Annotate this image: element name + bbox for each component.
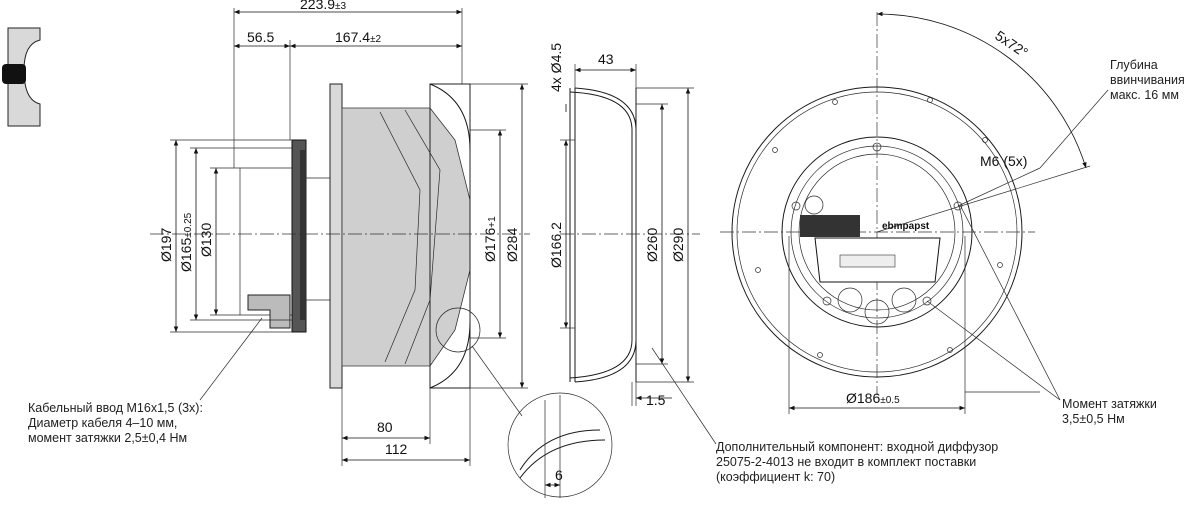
dim-diam-130: Ø130 [198, 223, 214, 257]
side-view [150, 8, 613, 498]
dim-diam-284: Ø284 [504, 228, 520, 262]
dim-diam-166: Ø166.2 [548, 222, 564, 268]
dim-impeller-length: 167.4±2 [335, 29, 382, 45]
dim-diam-260: Ø260 [644, 228, 660, 262]
dim-overall-length: 223.9±3 [300, 0, 347, 12]
dim-len-80: 80 [377, 419, 393, 435]
dim-len-112: 112 [385, 441, 408, 457]
dim-diam-165: Ø165±0.25 [178, 212, 194, 272]
front-view [720, 11, 1109, 414]
dim-thread: M6 (5x) [980, 153, 1027, 169]
dim-diam-186: Ø186±0.5 [846, 390, 900, 406]
dim-depth-43: 43 [598, 51, 614, 67]
cable-entry-leader [199, 317, 263, 401]
mounting-symbol-icon [2, 27, 41, 127]
note-torque: Момент затяжки 3,5±0,5 Нм [1062, 397, 1157, 426]
dim-diam-197: Ø197 [158, 228, 174, 262]
dim-motor-length: 56.5 [247, 29, 274, 45]
dim-diam-176: Ø176+1 [482, 216, 498, 262]
note-screw-depth: Глубина ввинчивания макс. 16 мм [1110, 58, 1185, 102]
dim-detail-6: 6 [555, 467, 563, 483]
dim-holes: 4x Ø4.5 [548, 43, 564, 92]
note-diffuser: Дополнительный компонент: входной диффуз… [716, 440, 999, 484]
dim-thickness-1-5: 1.5 [646, 392, 666, 408]
dim-diam-290: Ø290 [670, 228, 686, 262]
note-cable-entry: Кабельный ввод M16x1,5 (3x): Диаметр каб… [28, 401, 203, 445]
dim-angle: 5x72° [992, 27, 1031, 60]
diffuser-section [560, 64, 717, 445]
brand-logo-text: ebmpapst [882, 221, 930, 232]
